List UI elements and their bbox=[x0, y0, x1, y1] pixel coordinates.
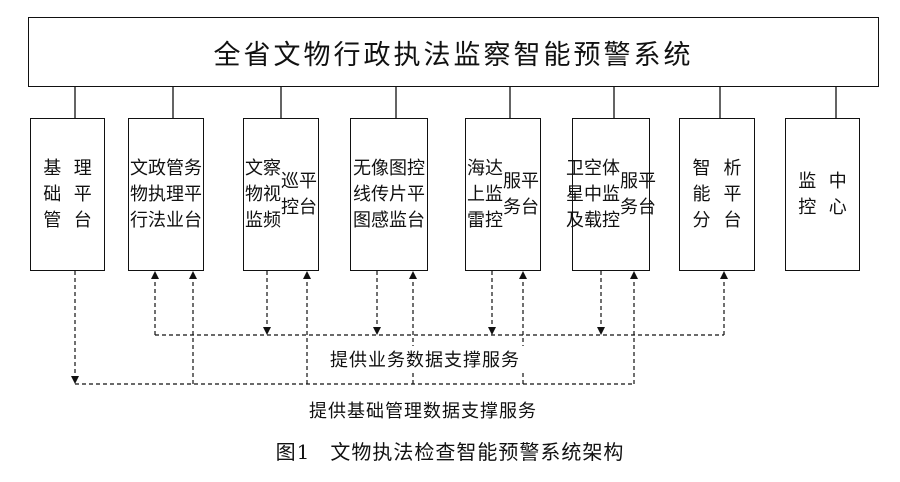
basic-data-service-label: 提供基础管理数据支撑服务 bbox=[305, 397, 541, 423]
satellite-aerial-platform-label-line: 体监控 bbox=[602, 157, 620, 231]
wireless-image-platform-label-line: 无线图 bbox=[353, 157, 371, 231]
figure-caption-text: 文物执法检查智能预警系统架构 bbox=[330, 440, 625, 464]
video-patrol-platform-box: 文物监察视频巡控平台 bbox=[243, 118, 319, 271]
video-patrol-platform-label-line: 巡控 bbox=[281, 170, 299, 218]
basic-management-platform-box: 基础管理平台 bbox=[30, 118, 105, 271]
intelligent-analysis-platform-label-line: 智能分 bbox=[692, 157, 711, 231]
satellite-aerial-platform-label-line: 平台 bbox=[638, 170, 656, 218]
marine-radar-platform-box: 海上雷达监控服务平台 bbox=[465, 118, 541, 271]
marine-radar-platform-label-line: 海上雷 bbox=[467, 157, 485, 231]
intelligent-analysis-platform-box: 智能分析平台 bbox=[679, 118, 755, 271]
enforcement-business-platform-label-line: 文物行 bbox=[130, 157, 148, 231]
wireless-image-platform-box: 无线图像传感图片监控平台 bbox=[350, 118, 428, 271]
figure-caption: 图1 文物执法检查智能预警系统架构 bbox=[0, 436, 900, 465]
business-data-service-label: 提供业务数据支撑服务 bbox=[326, 346, 524, 372]
video-patrol-platform-label-line: 察视频 bbox=[263, 157, 281, 231]
marine-radar-platform-label-line: 服务 bbox=[503, 170, 521, 218]
satellite-aerial-platform-box: 卫星及空中载体监控服务平台 bbox=[566, 118, 656, 271]
enforcement-business-platform-label-line: 政执法 bbox=[148, 157, 166, 231]
monitoring-center-label-line: 中心 bbox=[828, 170, 847, 218]
system-title: 全省文物行政执法监察智能预警系统 bbox=[28, 17, 879, 87]
video-patrol-platform-label-line: 文物监 bbox=[245, 157, 263, 231]
wireless-image-platform-label-line: 图片监 bbox=[389, 157, 407, 231]
basic-management-platform-label-line: 理平台 bbox=[73, 157, 92, 231]
monitoring-center-box: 监控中心 bbox=[785, 118, 860, 271]
marine-radar-platform-label-line: 平台 bbox=[521, 170, 539, 218]
video-patrol-platform-label-line: 平台 bbox=[299, 170, 317, 218]
marine-radar-platform-label-line: 达监控 bbox=[485, 157, 503, 231]
wireless-image-platform-label-line: 控平台 bbox=[407, 157, 425, 231]
monitoring-center-label-line: 监控 bbox=[798, 170, 817, 218]
satellite-aerial-platform-label-line: 空中载 bbox=[584, 157, 602, 231]
satellite-aerial-platform-label-line: 卫星及 bbox=[566, 157, 584, 231]
enforcement-business-platform-label-line: 管理业 bbox=[166, 157, 184, 231]
wireless-image-platform-label-line: 像传感 bbox=[371, 157, 389, 231]
basic-management-platform-label-line: 基础管 bbox=[43, 157, 62, 231]
satellite-aerial-platform-label-line: 服务 bbox=[620, 170, 638, 218]
figure-number: 图1 bbox=[275, 440, 311, 464]
enforcement-business-platform-box: 文物行政执法管理业务平台 bbox=[128, 118, 204, 271]
enforcement-business-platform-label-line: 务平台 bbox=[184, 157, 202, 231]
intelligent-analysis-platform-label-line: 析平台 bbox=[723, 157, 742, 231]
